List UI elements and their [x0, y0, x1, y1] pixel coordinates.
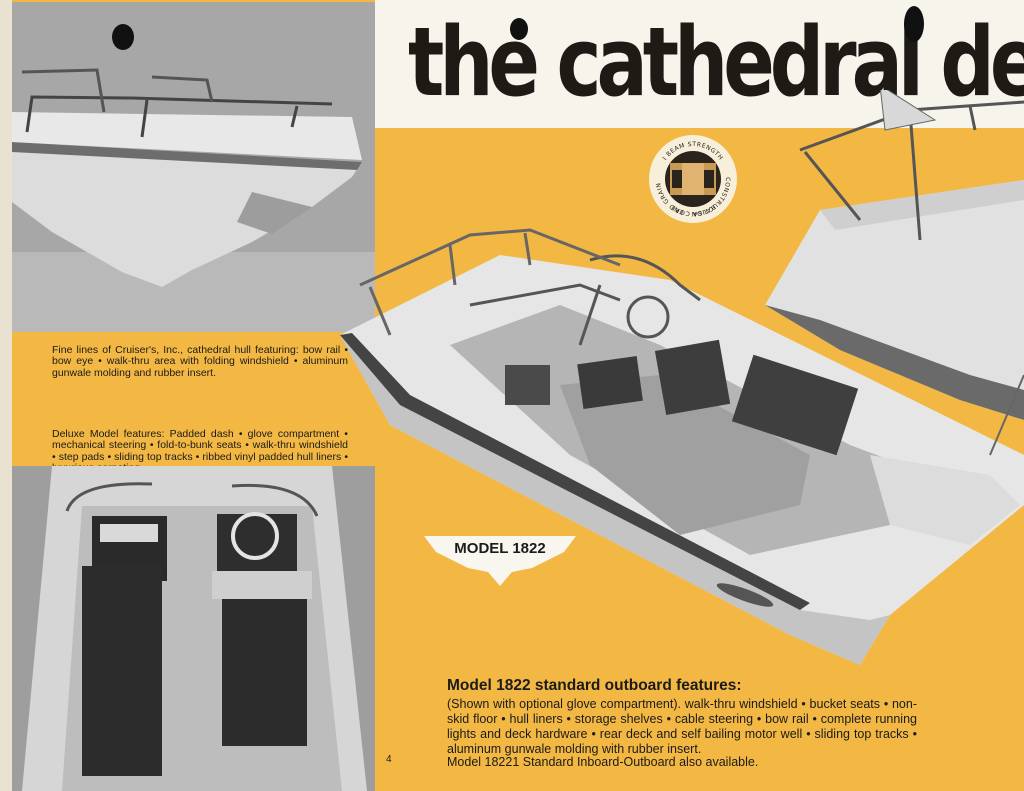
model-tag — [424, 536, 576, 586]
partial-boat-illustration — [765, 90, 1024, 420]
features-note: Model 18221 Standard Inboard-Outboard al… — [447, 755, 759, 769]
binder-hole — [904, 6, 924, 42]
hull-caption: Fine lines of Cruiser's, Inc., cathedral… — [52, 343, 348, 379]
model-1822-boat-illustration — [340, 228, 1024, 665]
binder-hole — [510, 18, 528, 40]
features-heading: Model 1822 standard outboard features: — [447, 677, 742, 694]
construction-badge: I BEAM STRENGTH CONSTRUCTION BALSA CORE … — [649, 135, 737, 223]
page-number: 4 — [386, 754, 392, 765]
binder-hole — [112, 24, 134, 50]
model-label: MODEL 1822 — [454, 540, 546, 557]
page-edge — [0, 0, 12, 791]
features-body: (Shown with optional glove compartment).… — [447, 697, 917, 756]
interior-photo — [12, 466, 375, 791]
hull-photo — [12, 2, 375, 332]
